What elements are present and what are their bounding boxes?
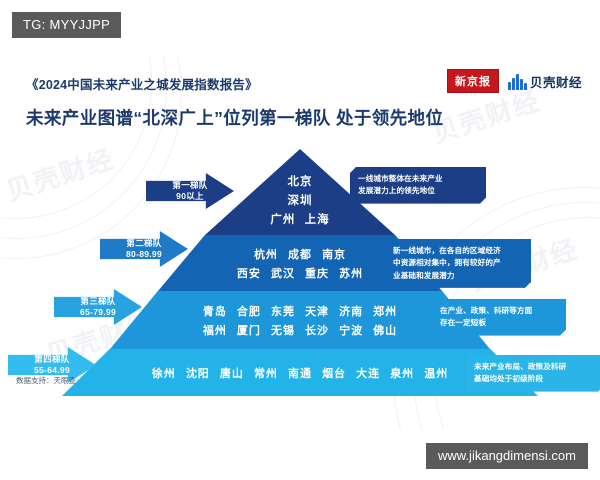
tier-3-annotation: 在产业、政策、科研等方面 存在一定短板	[432, 299, 566, 336]
brand-beike-label: 贝壳财经	[529, 75, 582, 90]
tier-1-label: 第一梯队	[172, 179, 208, 190]
tier-1-score: 90以上	[176, 191, 204, 201]
annotation-line: 在产业、政策、科研等方面	[440, 306, 533, 315]
tier-2-score: 80-89.99	[126, 249, 162, 259]
tier-2-label: 第二梯队	[126, 237, 162, 248]
tier-3-label: 第三梯队	[80, 295, 116, 306]
annotation-line: 一线城市整体在未来产业	[358, 174, 443, 183]
tier-3-shape	[110, 291, 490, 349]
tg-tag-overlay: TG: MYYJJPP	[12, 12, 122, 38]
annotation-line: 存在一定短板	[440, 318, 487, 328]
brand-xinjingbao-logo: 新京报	[446, 69, 499, 93]
pyramid-chart: 北京 深圳 广州 上海 杭州 成都 南京	[0, 149, 600, 404]
footer-watermark: www.jikangdimensi.com	[426, 443, 588, 469]
tier-2-annotation: 新一线城市，在各自的区域经济 中资源相对集中，拥有较好的产 业基础和发展潜力	[385, 239, 531, 288]
annotation-line: 发展潜力上的领先地位	[358, 186, 435, 196]
tier-4-score: 55-64.99	[34, 365, 70, 375]
tier-4-shape	[62, 349, 538, 396]
tier-3-score: 65-79.99	[80, 307, 116, 317]
page-title: 未来产业图谱“北深广上”位列第一梯队 处于领先地位	[26, 108, 444, 128]
annotation-line: 中资源相对集中，拥有较好的产	[393, 258, 501, 268]
infographic-poster: 贝壳财经 贝壳财经 贝壳财经 贝壳财经 贝壳财经 《2024中国未来产业之城发展…	[0, 57, 600, 429]
tier-4-label: 第四梯队	[34, 353, 70, 364]
annotation-line: 基础均处于初级阶段	[474, 374, 544, 384]
report-subtitle: 《2024中国未来产业之城发展指数报告》	[26, 78, 258, 92]
tier-1-annotation: 一线城市整体在未来产业 发展潜力上的领先地位	[350, 167, 486, 204]
brand-logos: 新京报 贝壳财经	[446, 69, 582, 93]
annotation-line: 新一线城市，在各自的区域经济	[393, 246, 501, 255]
data-source-note: 数据支持：天眼查	[16, 376, 76, 385]
beike-shell-icon	[507, 72, 527, 90]
annotation-line: 未来产业布局、政策及科研	[474, 362, 567, 371]
tier-4-annotation: 未来产业布局、政策及科研 基础均处于初级阶段	[466, 355, 600, 392]
annotation-line: 业基础和发展潜力	[393, 270, 455, 280]
brand-beike-finance: 贝壳财经	[507, 72, 582, 91]
